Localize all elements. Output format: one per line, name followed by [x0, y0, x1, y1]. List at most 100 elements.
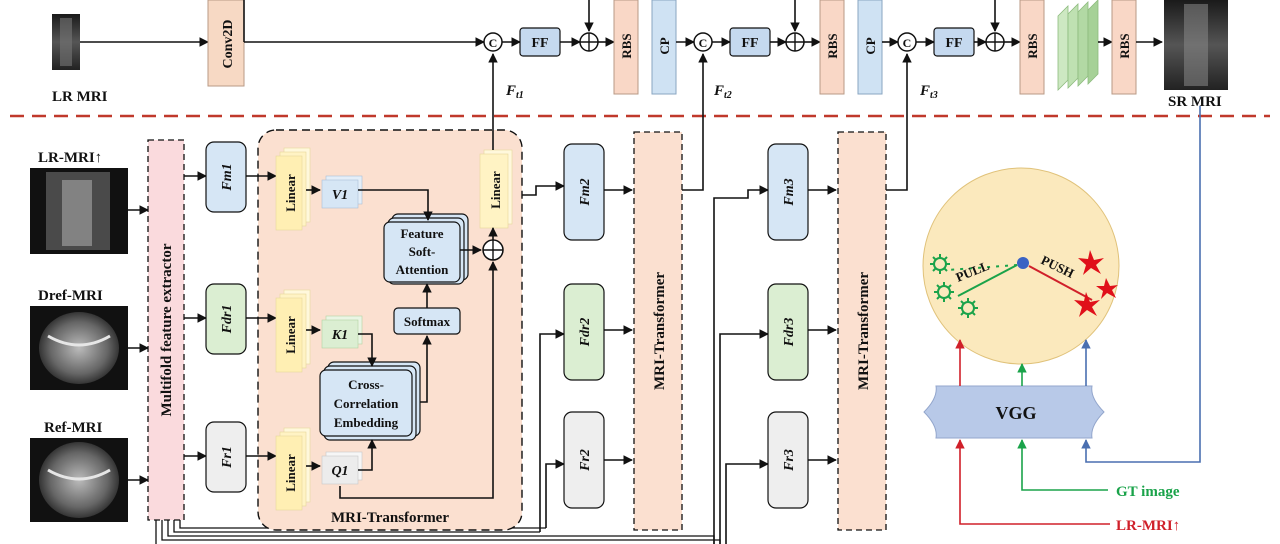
ft3-label: Ft3	[919, 83, 938, 101]
positive-gear-icon-2	[934, 282, 954, 302]
push-line	[1028, 265, 1093, 301]
svg-text:Softmax: Softmax	[404, 314, 451, 329]
svg-text:Correlation: Correlation	[334, 396, 400, 411]
svg-text:RBS: RBS	[825, 33, 840, 58]
svg-text:Feature: Feature	[400, 226, 443, 241]
cp-block-2: CP	[857, 0, 883, 95]
svg-text:CP: CP	[657, 37, 672, 54]
feature-soft-attention: Feature Soft- Attention	[383, 213, 469, 285]
svg-text:C: C	[903, 36, 912, 50]
svg-text:RBS: RBS	[1117, 33, 1132, 58]
svg-text:Fr1: Fr1	[220, 446, 235, 469]
svg-text:Fr3: Fr3	[782, 449, 797, 472]
svg-text:Fdr2: Fdr2	[578, 318, 593, 348]
conv2d-block: Conv2D	[207, 0, 245, 87]
svg-text:Fdr3: Fdr3	[782, 318, 797, 348]
linear-layer-k: Linear	[275, 289, 311, 373]
svg-text:FF: FF	[945, 36, 962, 51]
q1-token: Q1	[321, 451, 363, 485]
cross-correlation-embedding: Cross- Correlation Embedding	[319, 361, 421, 441]
cp-block-1: CP	[651, 0, 677, 95]
arrow-lr-mri-vgg	[955, 439, 1110, 525]
arrow-to-fr3	[725, 459, 769, 544]
arrow-embedding-softmax	[420, 335, 432, 403]
lr-mri-up-thumbnail	[30, 168, 128, 254]
positive-gear-icon	[930, 254, 950, 274]
svg-text:MRI-Transformer: MRI-Transformer	[652, 272, 668, 390]
svg-text:MRI-Transformer: MRI-Transformer	[856, 272, 872, 390]
svg-text:Fm2: Fm2	[578, 178, 593, 206]
svg-text:V1: V1	[332, 188, 348, 203]
svg-text:Linear: Linear	[488, 171, 503, 209]
svg-text:Embedding: Embedding	[334, 415, 399, 430]
svg-text:Fr2: Fr2	[578, 449, 593, 472]
concat-node-3: C	[897, 32, 917, 52]
feature-fdr1: Fdr1	[205, 283, 247, 355]
sr-mri-label: SR MRI	[1168, 94, 1222, 110]
rbs-block-3: RBS	[1019, 0, 1045, 95]
arrow-v1-attention	[358, 189, 433, 221]
mri-transformer-3: MRI-Transformer	[837, 131, 887, 531]
svg-text:Attention: Attention	[396, 262, 449, 277]
svg-text:Q1: Q1	[331, 464, 348, 479]
linear-layer-q: Linear	[275, 427, 311, 511]
mri-transformer-label: MRI-Transformer	[331, 510, 449, 526]
arrow-to-fm3	[713, 185, 769, 544]
svg-text:FF: FF	[741, 36, 758, 51]
rbs-block-1: RBS	[613, 0, 639, 95]
svg-text:Linear: Linear	[283, 174, 298, 212]
pull-line-1	[947, 264, 1018, 271]
svg-text:RBS: RBS	[619, 33, 634, 58]
svg-text:Fdr1: Fdr1	[220, 305, 235, 335]
svg-text:C: C	[699, 36, 708, 50]
concat-node-2: C	[693, 32, 713, 52]
lr-mri-label: LR MRI	[52, 89, 108, 105]
positive-gear-icon-3	[958, 298, 978, 318]
svg-text:RBS: RBS	[1025, 33, 1040, 58]
ref-mri-thumbnail	[30, 438, 128, 522]
v1-token: V1	[321, 175, 363, 209]
arrow-to-fm2	[522, 181, 565, 196]
arrow-to-fdr2	[539, 329, 565, 532]
svg-text:Linear: Linear	[283, 316, 298, 354]
svg-text:Cross-: Cross-	[348, 377, 384, 392]
ff-block-3: FF	[933, 27, 975, 57]
arrow-q1-embedding	[358, 439, 377, 471]
arrow-gt-vgg	[1017, 439, 1108, 491]
linear-layer-v: Linear	[275, 147, 311, 231]
feature-fm1: Fm1	[205, 141, 247, 213]
lr-mri-thumbnail	[52, 14, 80, 70]
arrow-k1-embedding	[358, 333, 377, 367]
svg-text:Fm3: Fm3	[782, 178, 797, 206]
softmax-block: Softmax	[393, 307, 461, 335]
lr-mri-up-label: LR-MRI↑	[1116, 518, 1180, 534]
feature-fr1: Fr1	[205, 421, 247, 493]
input-label-lr-mri-up: LR-MRI↑	[38, 150, 102, 166]
input-label-ref-mri: Ref-MRI	[44, 420, 102, 436]
mri-transformer-2: MRI-Transformer	[633, 131, 683, 531]
pull-line-2	[957, 264, 1018, 297]
svg-text:CP: CP	[863, 37, 878, 54]
conv2d-label: Conv2D	[221, 19, 236, 68]
ff-block-1: FF	[519, 27, 561, 57]
arrow-to-fdr3	[719, 329, 769, 544]
ff-block-2: FF	[729, 27, 771, 57]
dref-mri-thumbnail	[30, 306, 128, 390]
feature-fdr3: Fdr3	[767, 283, 809, 381]
k1-token: K1	[321, 315, 363, 349]
gt-image-label: GT image	[1116, 484, 1180, 500]
arrow-q1-residual	[339, 261, 498, 499]
sr-mri-thumbnail	[1164, 0, 1228, 90]
arrow-to-fr2	[545, 459, 565, 528]
input-label-dref-mri: Dref-MRI	[38, 288, 103, 304]
vgg-block: VGG	[923, 385, 1105, 439]
svg-text:Multifold feature extractor: Multifold feature extractor	[159, 243, 175, 416]
linear-layer-out: Linear	[479, 149, 513, 229]
sum-node-2	[785, 32, 805, 52]
rbs-block-2: RBS	[819, 0, 845, 95]
rbs-block-4: RBS	[1111, 0, 1137, 95]
concat-node-1: C	[483, 32, 503, 52]
sum-node-1	[579, 32, 599, 52]
feature-fdr2: Fdr2	[563, 283, 605, 381]
